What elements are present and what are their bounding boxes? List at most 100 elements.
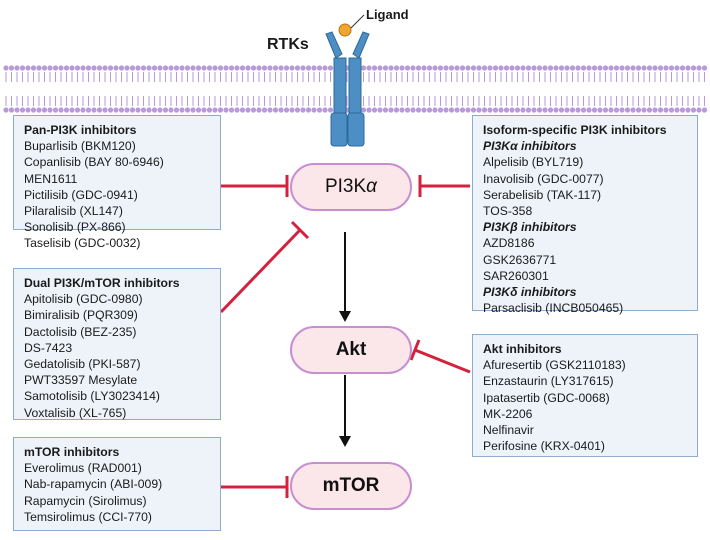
lipid-head xyxy=(652,107,658,113)
lipid-head xyxy=(289,107,295,113)
lipid-head xyxy=(146,107,152,113)
lipid-head xyxy=(569,65,576,71)
lipid-head xyxy=(289,65,295,71)
lipid-head xyxy=(685,107,691,113)
lipid-head xyxy=(113,65,119,71)
lipid-head xyxy=(14,107,20,113)
drug-item: Nab-rapamycin (ABI-009) xyxy=(24,477,163,492)
lipid-head xyxy=(14,65,20,71)
lipid-head xyxy=(30,107,37,113)
lipid-head xyxy=(536,65,543,71)
lipid-head xyxy=(410,65,416,71)
drug-item: Rapamycin (Sirolimus) xyxy=(24,493,147,508)
drug-item: Voxtalisib (XL-765) xyxy=(24,405,127,420)
lipid-head xyxy=(52,107,59,113)
box-title: Dual PI3K/mTOR inhibitors xyxy=(24,276,180,290)
dual-pi3k-mtor-inhibitors-box: Dual PI3K/mTOR inhibitors Apitolisib (GD… xyxy=(13,268,221,420)
lipid-head xyxy=(250,107,257,113)
lipid-head xyxy=(641,107,647,113)
lipid-head xyxy=(613,65,620,71)
lipid-head xyxy=(69,107,75,113)
lipid-head xyxy=(47,107,53,113)
lipid-head xyxy=(668,65,675,71)
lipid-head xyxy=(492,107,499,113)
lipid-head xyxy=(118,65,125,71)
drug-item: Everolimus (RAD001) xyxy=(24,461,142,476)
lipid-head xyxy=(498,65,504,71)
lipid-head xyxy=(564,107,570,113)
inhibit-mtor xyxy=(221,476,289,498)
lipid-head xyxy=(443,107,449,113)
lipid-head xyxy=(514,107,521,113)
lipid-head xyxy=(124,107,130,113)
drug-item: TOS-358 xyxy=(483,204,533,219)
lipid-head xyxy=(36,65,42,71)
lipid-head xyxy=(245,65,251,71)
lipid-head xyxy=(454,107,460,113)
lipid-head xyxy=(674,65,680,71)
lipid-head xyxy=(630,65,636,71)
lipid-head xyxy=(206,107,213,113)
lipid-head xyxy=(696,65,702,71)
lipid-head xyxy=(30,65,37,71)
lipid-head xyxy=(173,65,180,71)
drug-item: MEN1611 xyxy=(24,171,78,186)
lipid-head xyxy=(558,107,565,113)
lipid-head xyxy=(129,65,136,71)
lipid-head xyxy=(168,65,174,71)
lipid-head xyxy=(580,65,587,71)
lipid-head xyxy=(487,65,493,71)
lipid-head xyxy=(602,65,609,71)
box-title: Pan-PI3K inhibitors xyxy=(24,123,137,137)
drug-item: PWT33597 Mesylate xyxy=(24,373,138,388)
lipid-head xyxy=(113,107,119,113)
lipid-head xyxy=(553,65,559,71)
drug-item: MK-2206 xyxy=(483,406,533,421)
lipid-head xyxy=(393,65,400,71)
lipid-head xyxy=(404,107,411,113)
lipid-head xyxy=(52,65,59,71)
lipid-head xyxy=(8,65,15,71)
lipid-head xyxy=(591,65,598,71)
lipid-head xyxy=(432,107,438,113)
inhibit-isoform xyxy=(418,175,470,197)
lipid-head xyxy=(267,107,273,113)
lipid-head xyxy=(239,65,246,71)
lipid-head xyxy=(140,107,147,113)
lipid-head xyxy=(448,65,455,71)
drug-item: Afuresertib (GSK2110183) xyxy=(483,358,626,373)
lipid-head xyxy=(69,65,75,71)
lipid-head xyxy=(382,65,389,71)
lipid-head xyxy=(151,65,158,71)
lipid-head xyxy=(503,65,510,71)
box-title: mTOR inhibitors xyxy=(24,445,120,459)
pi3k-isoform-label: α xyxy=(366,176,378,197)
drug-item: Taselisib (GDC-0032) xyxy=(24,236,141,251)
lipid-head xyxy=(602,107,609,113)
lipid-head xyxy=(586,107,592,113)
drug-item: Alpelisib (BYL719) xyxy=(483,155,584,170)
drug-item: AZD8186 xyxy=(483,236,535,251)
lipid-head xyxy=(597,107,603,113)
lipid-head xyxy=(481,107,488,113)
lipid-head xyxy=(388,65,394,71)
lipid-head xyxy=(586,65,592,71)
drug-item: Pilaralisib (XL147) xyxy=(24,204,123,219)
drug-item: Buparlisib (BKM120) xyxy=(24,139,136,154)
lipid-head xyxy=(531,107,537,113)
lipid-head xyxy=(536,107,543,113)
drug-item: Pictilisib (GDC-0941) xyxy=(24,187,138,202)
drug-item: Copanlisib (BAY 80-6946) xyxy=(24,155,164,170)
drug-item: DS-7423 xyxy=(24,340,73,355)
lipid-head xyxy=(371,107,378,113)
drug-item: Nelfinavir xyxy=(483,423,534,438)
lipid-head xyxy=(151,107,158,113)
lipid-head xyxy=(624,107,631,113)
lipid-head xyxy=(371,65,378,71)
lipid-head xyxy=(8,107,15,113)
lipid-head xyxy=(635,65,642,71)
lipid-head xyxy=(234,107,240,113)
lipid-head xyxy=(690,107,697,113)
lipid-head xyxy=(657,65,664,71)
